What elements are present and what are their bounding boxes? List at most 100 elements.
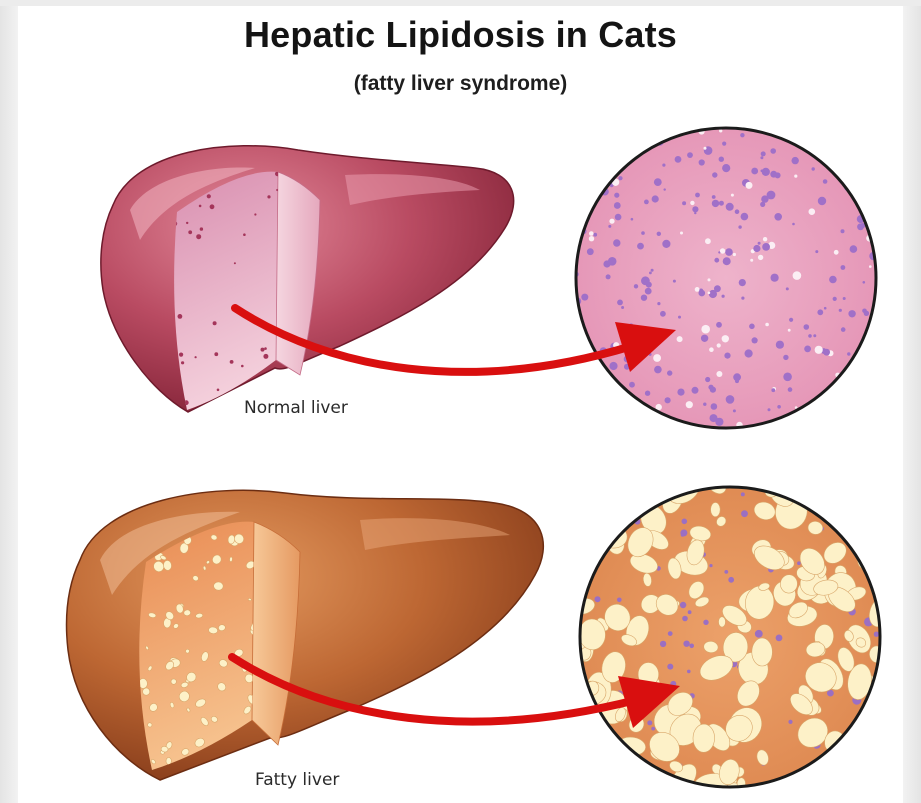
cut-speck <box>188 230 192 234</box>
cell-dot <box>751 168 758 175</box>
cell-dot <box>695 287 700 292</box>
cell-dot <box>783 373 792 382</box>
cell-dot <box>654 178 662 186</box>
cell-dot <box>703 403 706 406</box>
cell-dot <box>637 243 644 250</box>
cell-dot <box>675 156 682 163</box>
cell-dot <box>705 377 710 382</box>
cell-dot <box>715 418 723 426</box>
cell-dot <box>841 265 846 270</box>
cell-dot <box>603 260 610 267</box>
cell-dot <box>677 389 684 396</box>
fat-droplet <box>248 598 252 601</box>
fat-droplet <box>861 472 900 514</box>
cell-dot <box>711 403 718 410</box>
cell-dot <box>867 421 871 425</box>
cell-dot <box>768 408 771 411</box>
fat-droplet <box>872 539 897 561</box>
cell-dot <box>761 151 766 156</box>
fat-droplet <box>850 764 872 794</box>
cell-dot <box>712 195 716 199</box>
cell-dot <box>733 253 736 256</box>
cut-speck <box>179 353 183 357</box>
cell-dot <box>593 233 597 237</box>
cell-dot <box>701 335 708 342</box>
cell-dot <box>864 311 869 316</box>
cell-dot <box>865 394 869 398</box>
cell-dot <box>682 519 688 525</box>
fat-droplet <box>870 686 893 716</box>
cell-dot <box>692 206 698 212</box>
cell-dot <box>741 213 749 221</box>
fat-droplet <box>719 617 726 627</box>
cell-dot <box>716 322 722 328</box>
cell-dot <box>724 353 730 359</box>
cell-dot <box>731 194 734 197</box>
cell-dot <box>668 631 673 636</box>
fat-droplet <box>812 762 835 784</box>
cell-dot <box>722 164 730 172</box>
cell-dot <box>762 243 770 251</box>
cell-dot <box>850 245 858 253</box>
fat-droplet <box>711 503 721 517</box>
cut-speck <box>241 365 244 368</box>
cut-speck <box>264 347 267 350</box>
cell-dot <box>665 397 671 403</box>
fat-droplet <box>229 557 232 562</box>
cut-speck <box>243 233 246 236</box>
fat-droplet <box>866 526 891 548</box>
cell-dot <box>840 519 847 526</box>
cell-dot <box>841 327 846 332</box>
cell-dot <box>688 610 692 614</box>
cell-dot <box>874 632 879 637</box>
fat-droplet <box>590 782 602 794</box>
cell-dot <box>843 297 846 300</box>
cell-dot <box>687 152 693 158</box>
cell-dot <box>709 564 712 567</box>
cell-dot <box>641 231 645 235</box>
cell-dot <box>771 129 774 132</box>
cell-dot <box>823 349 830 356</box>
cell-dot <box>683 641 689 647</box>
cell-dot <box>735 379 739 383</box>
fat-droplet <box>808 761 839 797</box>
cell-dot <box>726 395 735 404</box>
cell-dot <box>596 193 599 196</box>
cut-speck <box>267 195 270 198</box>
cell-dot <box>770 148 776 154</box>
cell-dot <box>830 136 833 139</box>
cell-dot <box>733 409 736 412</box>
cell-dot <box>709 347 714 352</box>
cell-dot <box>788 720 792 724</box>
fatty-liver-caption: Fatty liver <box>255 770 339 790</box>
cell-dot <box>839 139 846 146</box>
cell-dot <box>777 405 781 409</box>
cell-dot <box>613 128 620 135</box>
cut-speck <box>209 405 213 409</box>
cell-dot <box>663 426 665 428</box>
fat-droplet <box>571 523 604 560</box>
cell-dot <box>789 318 793 322</box>
cell-dot <box>866 212 869 215</box>
cell-dot <box>739 279 746 286</box>
cell-dot <box>719 157 724 162</box>
cut-speck <box>181 361 184 364</box>
cell-dot <box>689 644 694 649</box>
cell-dot <box>741 510 748 517</box>
cell-dot <box>722 295 725 298</box>
cell-dot <box>655 414 657 416</box>
cell-dot <box>609 219 614 224</box>
cell-dot <box>682 201 686 205</box>
cell-dot <box>578 200 581 203</box>
cell-dot <box>869 265 872 268</box>
cell-dot <box>794 175 797 178</box>
cell-dot <box>660 311 666 317</box>
cell-dot <box>746 182 753 189</box>
cell-dot <box>720 248 725 253</box>
cut-speck <box>234 262 236 264</box>
fatty-tissue-magnified <box>556 468 900 803</box>
fat-droplet <box>794 773 823 801</box>
cell-dot <box>745 349 753 357</box>
fat-droplet <box>650 778 669 796</box>
